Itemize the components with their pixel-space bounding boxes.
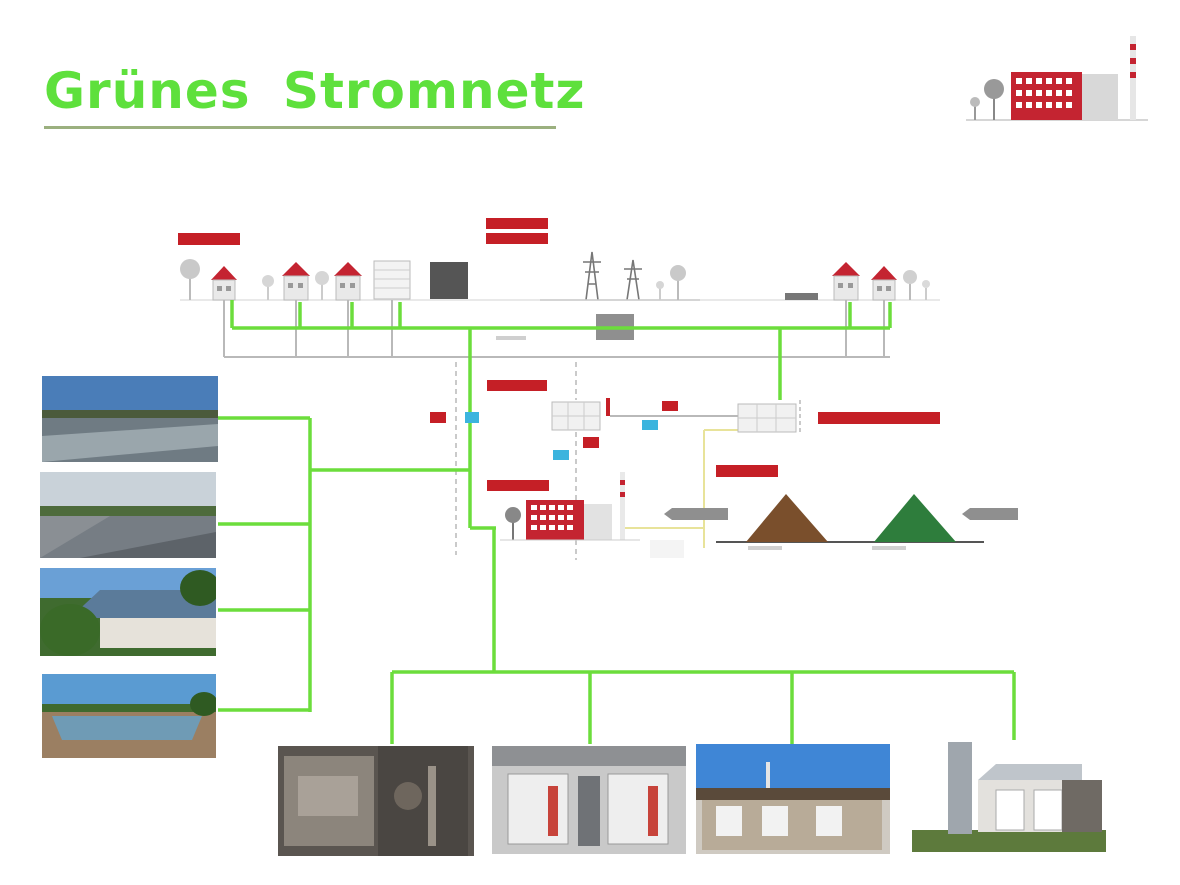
mid-tag-2 xyxy=(662,401,678,411)
blue-tag-3 xyxy=(553,450,569,460)
silo-building-photo xyxy=(912,740,1106,852)
arrow-left-1 xyxy=(664,508,728,520)
blue-tag-1 xyxy=(465,412,479,423)
mid-label-1 xyxy=(487,380,547,391)
house-icon xyxy=(211,262,897,301)
factory-logo-icon xyxy=(966,36,1148,121)
solar-field-photo-1 xyxy=(42,376,218,462)
blue-tag-2 xyxy=(642,420,658,430)
plant-building-photo xyxy=(696,744,890,854)
page-title: Grünes Stromnetz xyxy=(44,62,586,120)
mid-tag-1 xyxy=(430,412,446,423)
mid-label-3 xyxy=(716,465,778,477)
power-pylon-icon xyxy=(540,251,700,301)
heating-plant-icon xyxy=(500,472,640,541)
title-underline xyxy=(44,126,556,129)
boiler-hall-photo xyxy=(492,746,686,854)
arrow-left-2 xyxy=(962,508,1018,520)
top-label-1 xyxy=(178,233,240,245)
green-waste-pile xyxy=(874,494,956,542)
top-label-3 xyxy=(486,233,548,244)
solar-roof-photo-3 xyxy=(40,568,216,656)
apartment-building xyxy=(373,260,411,300)
solar-roof-photo-2 xyxy=(40,472,216,558)
plant-caption-block xyxy=(650,540,684,558)
info-box-dark xyxy=(430,262,468,299)
top-label-2 xyxy=(486,218,548,229)
wood-chip-pile xyxy=(746,494,828,542)
mid-tag-3 xyxy=(583,437,599,448)
tree-icon xyxy=(180,259,329,300)
solar-park-photo-4 xyxy=(42,674,216,758)
small-dark-box xyxy=(785,293,818,300)
tree-icon xyxy=(656,265,930,300)
green-power-lines xyxy=(218,300,1016,744)
mid-label-2 xyxy=(818,412,940,424)
mid-label-4 xyxy=(487,480,549,491)
boiler-room-photo xyxy=(278,746,474,856)
